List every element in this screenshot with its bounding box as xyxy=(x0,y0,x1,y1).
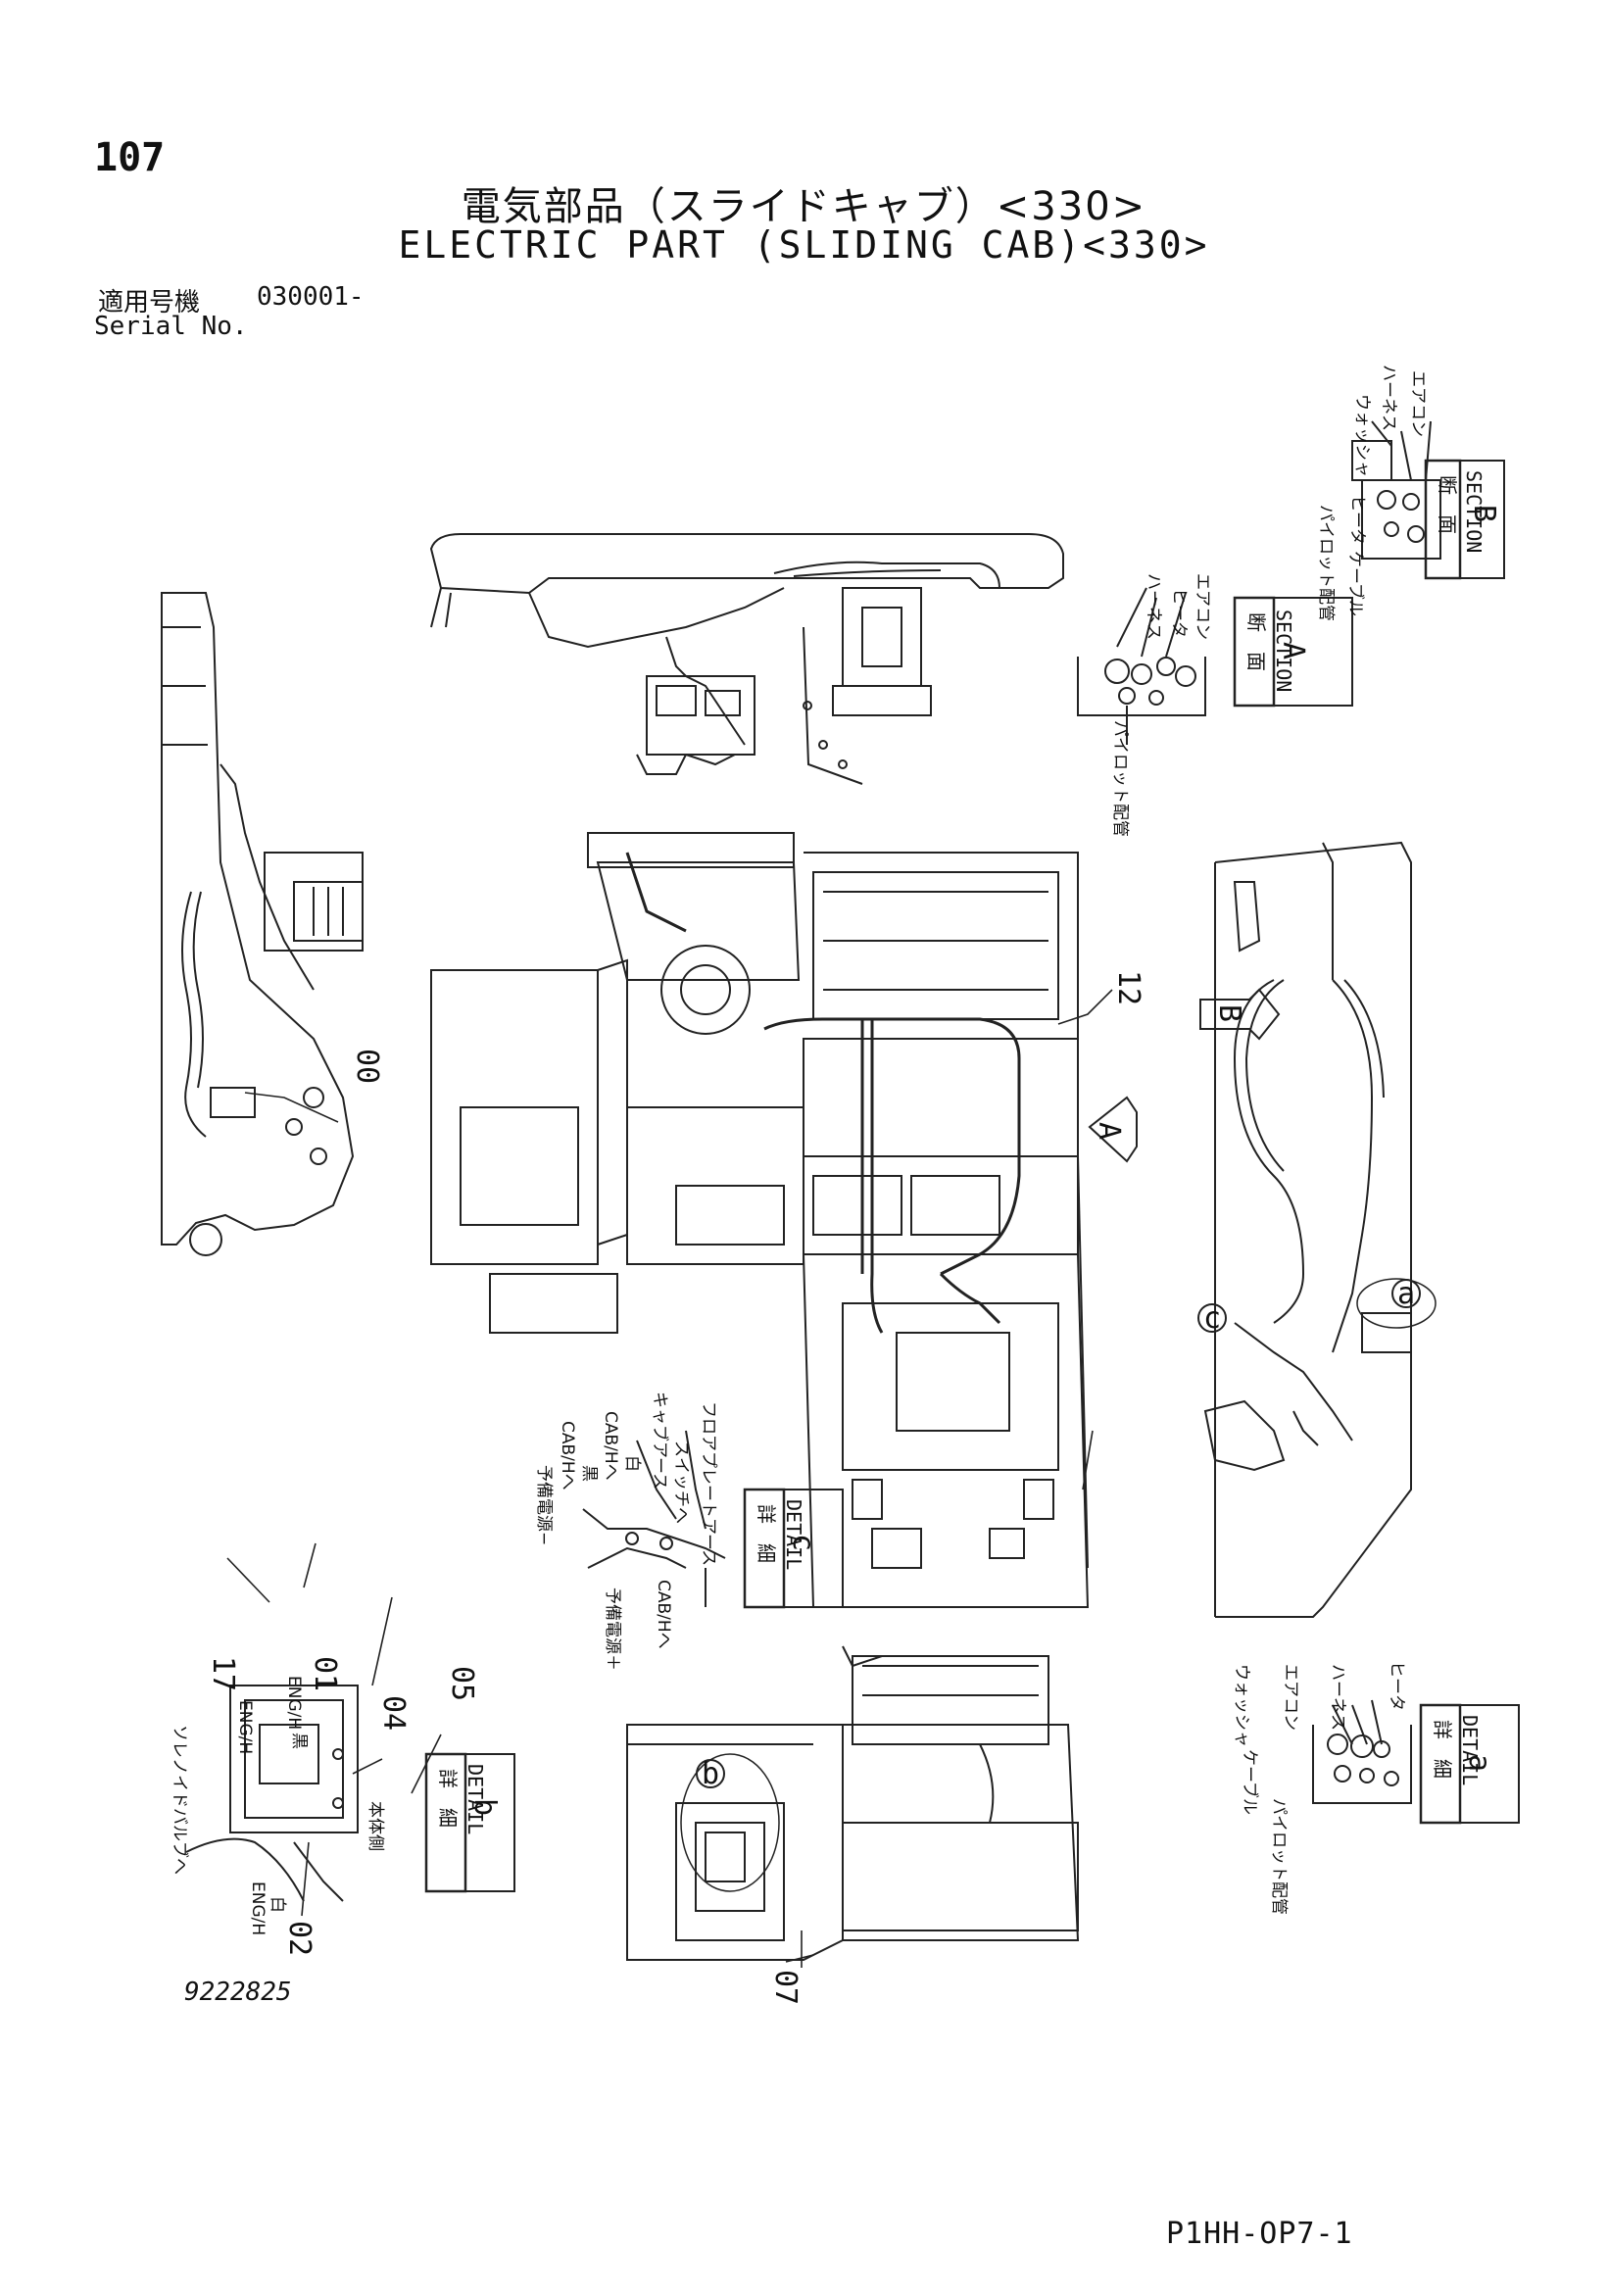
detail-c-note-4: CAB/Hへ xyxy=(601,1411,620,1481)
section-a-note-1: ハーネス xyxy=(1144,573,1163,640)
circle-letter-b: b xyxy=(702,1757,719,1791)
detail-b-note-2: ENG/H xyxy=(235,1700,255,1754)
detail-a-note-4: ヒータ xyxy=(1387,1661,1406,1711)
detail-c-note-5: 白 xyxy=(622,1455,642,1472)
detail-c-note-1: 予備電源− xyxy=(534,1465,554,1545)
detail-a-en: DETAIL xyxy=(1458,1715,1482,1785)
page-number: 107 xyxy=(94,135,166,180)
detail-c-jp: 詳 細 xyxy=(755,1504,778,1563)
callout-04: 04 xyxy=(376,1695,411,1731)
callout-02: 02 xyxy=(282,1921,317,1956)
serial-value: 030001- xyxy=(257,282,365,312)
detail-c-note-3: 黒 xyxy=(579,1465,599,1482)
detail-a-note-2: エアコン xyxy=(1281,1664,1300,1731)
detail-c-note-2: CAB/Hへ xyxy=(558,1421,577,1490)
callout-05: 05 xyxy=(445,1666,479,1701)
detail-a-jp: 詳 細 xyxy=(1431,1720,1454,1779)
circle-letter-a: a xyxy=(1397,1277,1415,1311)
callout-12: 12 xyxy=(1111,970,1145,1005)
section-a-note-3: エアコン xyxy=(1193,573,1212,640)
detail-b-note-7: 本体側 xyxy=(365,1801,385,1851)
main-frame-plan-view xyxy=(430,832,1090,1608)
view-arrow-b xyxy=(1199,988,1281,1041)
view-arrow-a xyxy=(1088,1096,1138,1163)
section-a-jp: 断 面 xyxy=(1244,612,1268,671)
callout-17: 17 xyxy=(206,1656,240,1691)
detail-a-letter: a xyxy=(1462,1754,1496,1772)
page-title-jp: 電気部品（スライドキャブ）<330> xyxy=(461,184,1147,229)
section-b-note-5: パイロット配管 xyxy=(1316,505,1336,621)
section-a-panel xyxy=(1077,587,1353,745)
boom-assembly-left xyxy=(161,592,364,1256)
serial-label-jp: 適用号機 xyxy=(98,288,201,318)
detail-b-en: DETAIL xyxy=(463,1764,487,1834)
section-b-en: SECTION xyxy=(1462,470,1486,553)
detail-a-note-1: ウォッシャ xyxy=(1232,1664,1251,1747)
section-a-letter: A xyxy=(1276,642,1310,659)
page-code: P1HH-OP7-1 xyxy=(1166,2217,1353,2251)
callout-07: 07 xyxy=(768,1970,803,2005)
circle-letter-c: c xyxy=(1203,1301,1221,1336)
detail-b-note-1: ソレノイドバルブへ xyxy=(170,1725,190,1875)
circle-c-marker xyxy=(1197,1303,1227,1333)
detail-c-letter: c xyxy=(786,1534,820,1551)
view-letter-a: A xyxy=(1092,1122,1126,1140)
view-letter-b: B xyxy=(1212,1004,1246,1022)
section-a-note-2: ヒータ xyxy=(1169,588,1189,638)
detail-c-note-6: キャブアース xyxy=(650,1392,670,1490)
page-title-en: ELECTRIC PART (SLIDING CAB)<330> xyxy=(398,223,1210,267)
drawing-number: 9222825 xyxy=(184,1978,292,2007)
detail-b-note-6: 白 xyxy=(268,1896,287,1913)
detail-a-panel xyxy=(1312,1699,1520,1825)
detail-c-en: DETAIL xyxy=(782,1499,805,1570)
section-b-note-6: ケーブル xyxy=(1345,551,1366,616)
detail-b-letter: b xyxy=(467,1798,502,1816)
lower-engine-assembly xyxy=(626,1645,1080,1961)
detail-c-note-10: CAB/Hへ xyxy=(654,1580,673,1649)
section-a-en: SECTION xyxy=(1272,610,1295,692)
detail-b-jp: 詳 細 xyxy=(436,1769,460,1828)
section-b-note-1: ウォッシャ xyxy=(1352,394,1372,477)
detail-b-note-3: ENG/H xyxy=(284,1676,304,1730)
wire-harness-main xyxy=(625,852,1021,1334)
section-b-note-2: ハーネス xyxy=(1379,365,1398,431)
section-a-note-4: パイロット配管 xyxy=(1110,720,1130,837)
detail-b-note-5: ENG/H xyxy=(248,1881,268,1935)
detail-a-note-3: ハーネス xyxy=(1328,1664,1347,1731)
detail-c-note-7: スイッチへ xyxy=(671,1441,691,1524)
section-b-panel xyxy=(1351,420,1505,580)
callout-00: 00 xyxy=(350,1049,384,1084)
section-b-note-4: ヒータ xyxy=(1347,495,1367,545)
detail-c-note-8: フロアプレートアース xyxy=(699,1401,718,1566)
detail-b-panel xyxy=(185,1685,515,1902)
detail-c-note-9: 予備電源＋ xyxy=(603,1588,622,1671)
section-b-note-3: エアコン xyxy=(1408,370,1428,437)
detail-a-note-5: ケーブル xyxy=(1240,1749,1260,1815)
side-view-right xyxy=(1203,841,1412,1618)
detail-c-panel xyxy=(582,1430,844,1609)
serial-label-en: Serial No. xyxy=(94,312,248,341)
callout-01: 01 xyxy=(308,1656,342,1691)
section-b-letter: B xyxy=(1467,505,1501,522)
section-b-jp: 断 面 xyxy=(1436,475,1459,534)
detail-b-note-4: 黒 xyxy=(289,1733,309,1749)
upper-frame-assembly xyxy=(429,533,1064,785)
detail-a-note-6: パイロット配管 xyxy=(1269,1798,1289,1915)
